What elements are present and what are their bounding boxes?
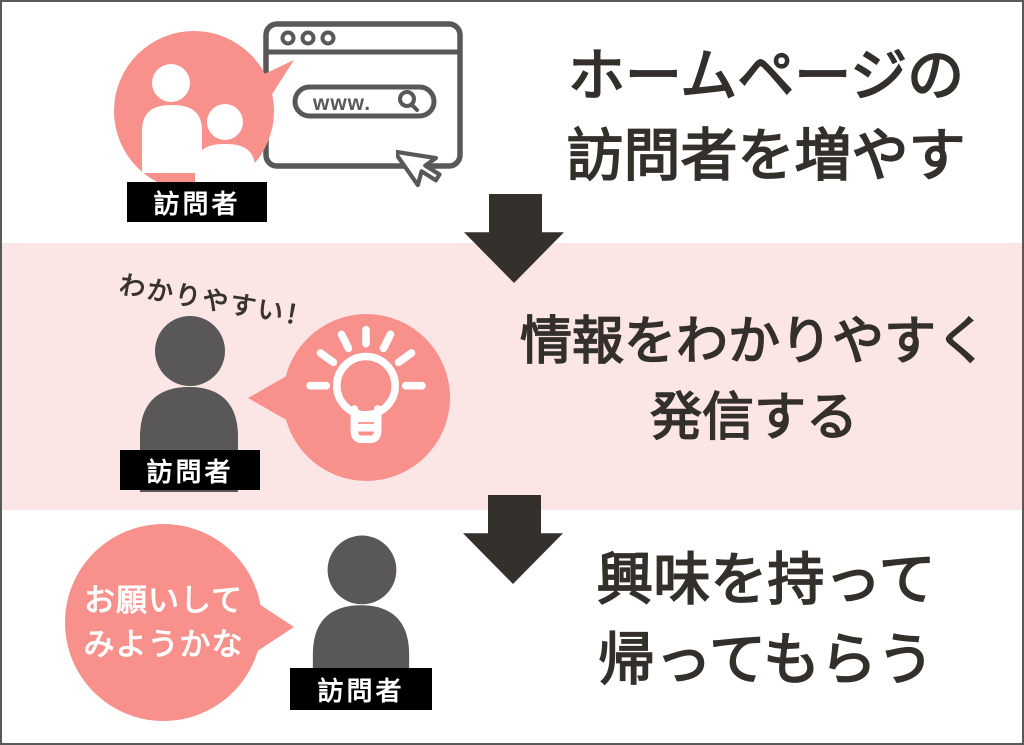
step1-heading-line1: ホームページの bbox=[567, 44, 965, 108]
browser-window-icon: www. bbox=[263, 21, 463, 169]
step3-heading: 興味を持って 帰ってもらう bbox=[516, 540, 1016, 700]
browser-dot-icon bbox=[280, 30, 296, 46]
request-bubble: お願いして みようかな bbox=[65, 524, 262, 721]
address-bar bbox=[292, 84, 437, 119]
step2-heading: 情報をわかりやすく 発信する bbox=[504, 304, 1004, 456]
step3-heading-line1: 興味を持って bbox=[596, 548, 936, 612]
browser-dot-icon bbox=[300, 30, 316, 46]
visitor-label-step1: 訪問者 bbox=[127, 182, 267, 222]
visitor-label-step3-text: 訪問者 bbox=[317, 675, 405, 706]
idea-bubble bbox=[283, 314, 450, 481]
step1-heading: ホームページの 訪問者を増やす bbox=[516, 36, 1016, 196]
address-bar-url: www. bbox=[312, 92, 371, 115]
two-people-icon bbox=[142, 64, 255, 191]
step1-heading-line2: 訪問者を増やす bbox=[566, 124, 966, 188]
magnifier-icon bbox=[398, 90, 419, 112]
visitor-label-step1-text: 訪問者 bbox=[153, 188, 241, 219]
step2-heading-line2: 発信する bbox=[649, 389, 858, 447]
mouse-cursor-icon bbox=[396, 149, 442, 188]
visitor-label-step2-text: 訪問者 bbox=[146, 456, 234, 487]
browser-dot-icon bbox=[320, 30, 336, 46]
request-bubble-line2: みようかな bbox=[83, 626, 244, 662]
visitors-bubble bbox=[114, 31, 274, 191]
request-bubble-line1: お願いして bbox=[83, 582, 244, 618]
lightbulb-icon bbox=[306, 325, 426, 444]
step2-heading-line1: 情報をわかりやすく bbox=[519, 313, 988, 371]
request-bubble-text: お願いして みようかな bbox=[65, 524, 262, 721]
step3-heading-line2: 帰ってもらう bbox=[597, 628, 935, 692]
visitor-label-step3: 訪問者 bbox=[290, 668, 432, 710]
visitor-label-step2: 訪問者 bbox=[120, 450, 260, 490]
